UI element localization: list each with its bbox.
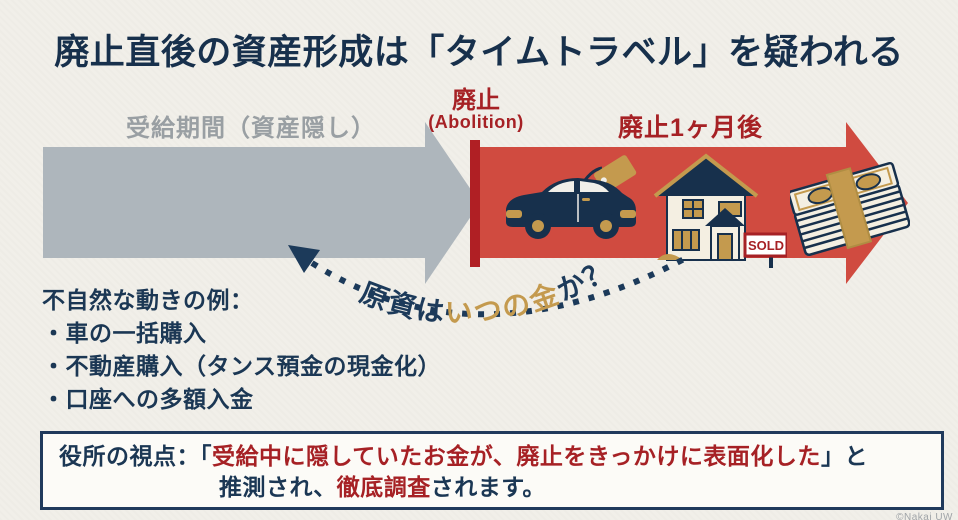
office-view-line1-prefix: 役所の視点：「 (59, 443, 212, 469)
list-item: ・車の一括購入 (42, 320, 207, 346)
office-view-line2-highlight: 徹底調査 (336, 474, 431, 500)
abolition-divider-bar (470, 140, 480, 267)
office-view-box: 役所の視点：「受給中に隠していたお金が、廃止をきっかけに表面化した」と 推測され… (40, 431, 944, 510)
list-item: ・口座への多額入金 (42, 386, 254, 412)
office-view-line1-highlight: 受給中に隠していたお金が、廃止をきっかけに表面化した (212, 443, 821, 469)
recipient-period-label: 受給期間（資産隠し） (126, 115, 376, 142)
office-view-line2-suffix: されます。 (430, 474, 546, 500)
examples-list: 不自然な動きの例： ・車の一括購入 ・不動産購入（タンス預金の現金化） ・口座へ… (42, 284, 441, 416)
one-month-after-label: 廃止1ヶ月後 (618, 114, 763, 142)
office-view-line1-suffix: 」と (820, 443, 868, 469)
office-view-line2: 推測され、徹底調査されます。 (59, 472, 941, 503)
office-view-line2-prefix: 推測され、 (219, 474, 337, 500)
examples-heading: 不自然な動きの例： (42, 287, 254, 313)
cash-stack-icon (790, 161, 910, 257)
sold-sign-label: SOLD (748, 238, 784, 253)
list-item: ・不動産購入（タンス預金の現金化） (42, 353, 442, 379)
copyright-watermark: ©Nakai UW (896, 512, 953, 520)
sold-sign: SOLD (743, 232, 787, 268)
page-title: 廃止直後の資産形成は「タイムトラベル」を疑われる (54, 33, 904, 72)
office-view-line1: 役所の視点：「受給中に隠していたお金が、廃止をきっかけに表面化した」と (59, 441, 941, 472)
car-icon (506, 155, 637, 239)
sold-house-icon: SOLD (653, 153, 787, 268)
abolition-label-main: 廃止 (452, 87, 500, 114)
gray-arrow-body (43, 147, 425, 258)
